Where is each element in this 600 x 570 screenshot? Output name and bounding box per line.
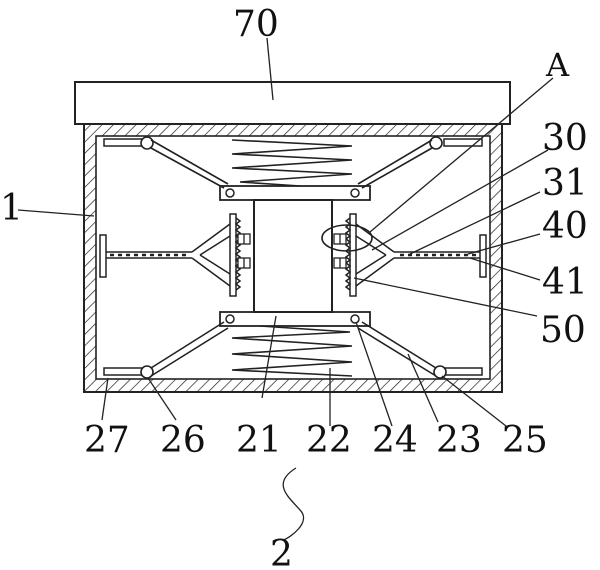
label-1: 1 xyxy=(0,188,23,229)
lower-crossbar xyxy=(219,311,371,327)
right-threaded-rod xyxy=(355,223,480,287)
label-23: 23 xyxy=(436,420,482,461)
upper-crossbar xyxy=(219,185,371,201)
connecting-rods xyxy=(150,139,437,377)
label-21: 21 xyxy=(236,420,282,461)
detail-circle-a xyxy=(321,224,373,252)
left-clamp-plate xyxy=(229,213,242,297)
upper-spring xyxy=(231,139,353,187)
right-clamp-plate xyxy=(344,213,357,297)
label-31: 31 xyxy=(542,163,588,204)
label-40: 40 xyxy=(542,206,588,247)
right-side-plate xyxy=(479,234,487,278)
label-27: 27 xyxy=(84,420,130,461)
label-a: A xyxy=(545,46,570,84)
slide-rails xyxy=(103,138,483,376)
label-24: 24 xyxy=(372,420,418,461)
lower-spring xyxy=(231,325,353,377)
label-2: 2 xyxy=(270,534,293,570)
bolts xyxy=(237,233,347,269)
central-block xyxy=(253,199,333,313)
label-30: 30 xyxy=(542,118,588,159)
label-70: 70 xyxy=(233,4,279,45)
slider-pivots xyxy=(140,136,447,379)
leader-lines xyxy=(17,37,554,541)
label-22: 22 xyxy=(306,420,352,461)
label-50: 50 xyxy=(540,310,586,351)
left-threaded-rod xyxy=(106,223,231,287)
left-side-plate xyxy=(99,234,107,278)
label-41: 41 xyxy=(542,262,588,303)
label-26: 26 xyxy=(160,420,206,461)
top-plate xyxy=(74,81,511,125)
label-25: 25 xyxy=(502,420,548,461)
